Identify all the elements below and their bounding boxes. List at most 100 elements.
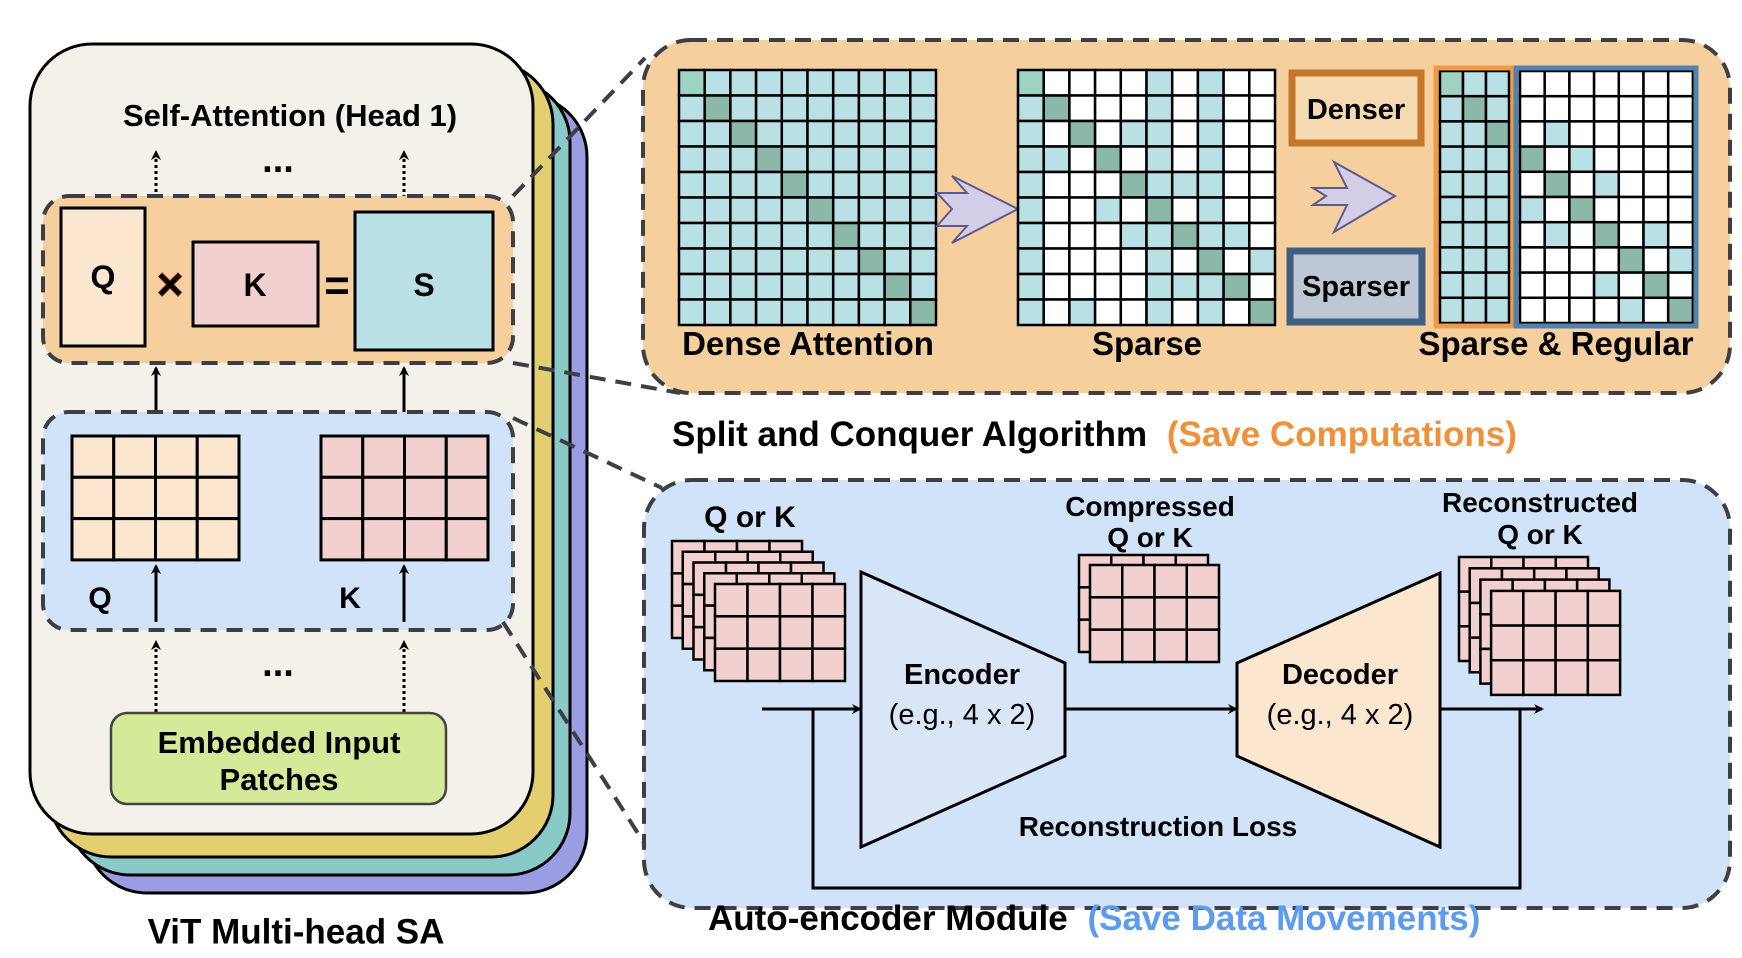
dense-attention-matrix [677, 68, 938, 327]
regular-dense-cell [1438, 271, 1465, 300]
sparse-cell [1222, 247, 1251, 276]
sparse-cell [1119, 170, 1148, 199]
dense-cell [677, 221, 706, 250]
sparse-cell [1016, 68, 1045, 97]
dense-cell [909, 68, 938, 97]
dense-cell [729, 94, 758, 123]
dense-cell [806, 68, 835, 97]
regular-sparse-cell [1518, 145, 1546, 174]
grid-cell [713, 582, 749, 618]
dense-cell [857, 247, 886, 276]
autoencoder-panel: Q or K Compressed Q or K Reconstructed Q… [642, 478, 1732, 938]
regular-sparse-cell [1666, 271, 1695, 300]
grid-cell [1185, 596, 1221, 631]
dense-cell [909, 119, 938, 148]
grid-cell [154, 475, 199, 521]
vit-caption: ViT Multi-head SA [148, 912, 445, 951]
regular-sparse-cell [1518, 195, 1546, 224]
dense-cell [780, 196, 809, 225]
dense-cell [909, 170, 938, 199]
grid-cell [195, 434, 241, 479]
sparse-cell [1119, 145, 1148, 174]
grid-cell [1522, 658, 1557, 697]
encoder-note: (e.g., 4 x 2) [889, 699, 1036, 731]
regular-sparse-cell [1666, 120, 1695, 148]
dense-cell [754, 170, 784, 199]
dense-cell [909, 196, 938, 225]
arrow-split-icon [1309, 159, 1398, 235]
regular-sparse-cell [1642, 145, 1670, 174]
dense-cell [857, 272, 886, 301]
grid-cell [403, 475, 448, 521]
dense-cell [806, 298, 835, 327]
sparse-cell [1016, 119, 1045, 148]
dense-cell [703, 272, 732, 301]
zoom-connectors [501, 56, 681, 862]
sparse-cell [1068, 68, 1097, 97]
reconstructed-label-line2: Q or K [1497, 519, 1583, 550]
sparser-label: Sparser [1302, 271, 1410, 303]
regular-dense-cell [1484, 145, 1511, 174]
grid-cell [1121, 628, 1156, 664]
sparse-cell [1196, 196, 1225, 225]
regular-sparse-cell [1568, 271, 1596, 300]
regular-sparse-cell [1518, 271, 1546, 300]
regular-sparse-cell [1568, 195, 1596, 224]
reconstruction-loss-loop [811, 709, 1522, 890]
sparse-cell [1196, 119, 1225, 148]
grid-cell [1489, 624, 1525, 662]
regular-sparse-cell [1617, 195, 1645, 224]
regular-dense-part [1438, 69, 1511, 325]
sparse-cell [1248, 68, 1277, 97]
regular-sparse-cell [1617, 120, 1645, 148]
dense-cell [909, 94, 938, 123]
multiply-cross-icon: × [157, 258, 184, 310]
dense-cell [857, 298, 886, 327]
regular-dense-cell [1484, 69, 1511, 98]
regular-sparse-cell [1543, 94, 1571, 123]
grid-cell [811, 647, 847, 683]
q-matrix-label: Q [91, 259, 116, 295]
sparse-cell [1119, 272, 1148, 301]
dense-cell [831, 298, 861, 327]
sparse-cell [1042, 298, 1071, 327]
dense-cell [883, 221, 912, 250]
sparse-cell [1042, 221, 1071, 250]
dense-cell [754, 221, 784, 250]
grid-cell [1489, 658, 1525, 697]
dense-cell [754, 247, 784, 276]
sparse-label: Sparse [1092, 325, 1202, 362]
sparse-cell [1016, 170, 1045, 199]
sparse-cell [1068, 145, 1097, 174]
arrow-dense-to-sparse-icon [934, 175, 1021, 244]
dense-cell [857, 170, 886, 199]
grid-cell [713, 647, 749, 683]
regular-dense-cell [1484, 195, 1511, 224]
grid-cell [195, 475, 241, 521]
autoencoder-caption-main: Auto-encoder Module [708, 899, 1068, 938]
dense-cell [754, 145, 784, 174]
sparse-cell [1093, 298, 1123, 327]
regular-sparse-cell [1617, 246, 1645, 274]
regular-dense-cell [1438, 170, 1465, 199]
compressed-label-line1: Compressed [1065, 491, 1235, 522]
dense-cell [729, 247, 758, 276]
grid-cell [444, 475, 490, 521]
regular-dense-cell [1461, 145, 1488, 174]
regular-sparse-cell [1543, 69, 1571, 98]
sparse-cell [1068, 221, 1097, 250]
dense-cell [780, 221, 809, 250]
grid-cell [403, 517, 448, 562]
grid-cell [361, 517, 406, 562]
decoder-note: (e.g., 4 x 2) [1267, 699, 1414, 731]
grid-cell [713, 615, 749, 650]
grid-cell [70, 475, 116, 521]
dense-attention-label: Dense Attention [682, 325, 934, 362]
regular-dense-cell [1484, 170, 1511, 199]
grid-cell [112, 475, 157, 521]
dense-cell [831, 94, 861, 123]
s-matrix [353, 210, 495, 352]
sparse-cell [1093, 170, 1123, 199]
regular-sparse-cell [1642, 296, 1670, 325]
regular-dense-cell [1484, 120, 1511, 148]
